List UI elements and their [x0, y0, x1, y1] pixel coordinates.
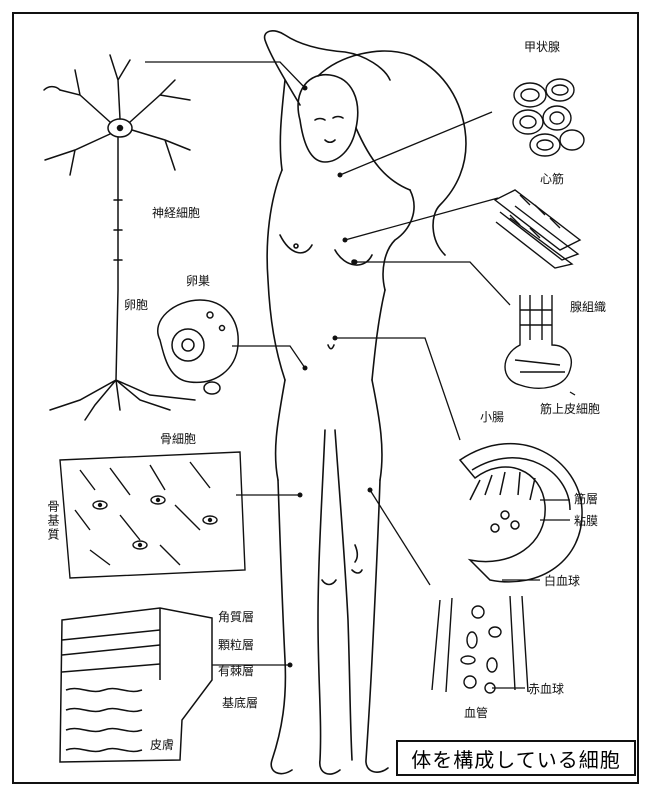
label-mucosa: 粘膜 [574, 514, 598, 528]
outer-border [13, 13, 638, 783]
label-skin: 皮膚 [150, 738, 174, 752]
label-bone-matrix: 骨基質 [46, 500, 60, 542]
human-figure [265, 31, 466, 774]
label-white-blood-cell: 白血球 [544, 574, 580, 588]
label-small-intestine: 小腸 [480, 410, 504, 424]
label-stratum-corneum: 角質層 [218, 610, 254, 624]
label-ovary: 卵巣 [186, 274, 210, 288]
skin-illustration [60, 608, 212, 762]
nerve-cell-illustration [44, 55, 195, 420]
ovary-illustration [158, 300, 238, 394]
thyroid-illustration [513, 79, 584, 156]
small-intestine-illustration [460, 444, 582, 582]
label-red-blood-cell: 赤血球 [528, 682, 564, 696]
heart-muscle-illustration [495, 190, 580, 268]
label-thyroid: 甲状腺 [524, 40, 560, 54]
label-blood-vessel: 血管 [464, 706, 488, 720]
label-heart-muscle: 心筋 [540, 172, 564, 186]
label-muscle-epithelial-cell: 筋上皮細胞 [540, 402, 600, 416]
label-basal-layer: 基底層 [222, 696, 258, 710]
label-muscle-layer: 筋層 [574, 492, 598, 506]
leader-lines [145, 62, 575, 688]
leader-dots [288, 86, 373, 668]
bone-illustration [60, 452, 245, 578]
label-gland-tissue: 腺組織 [570, 300, 606, 314]
diagram-title: 体を構成している細胞 [396, 740, 636, 776]
label-nerve-cell: 神経細胞 [152, 206, 200, 220]
label-ovum: 卵胞 [124, 298, 148, 312]
gland-tissue-illustration [505, 295, 571, 388]
blood-vessel-illustration [432, 596, 528, 693]
label-bone-cell: 骨細胞 [160, 432, 196, 446]
label-spinous-layer: 有棘層 [218, 664, 254, 678]
label-granular-layer: 顆粒層 [218, 638, 254, 652]
